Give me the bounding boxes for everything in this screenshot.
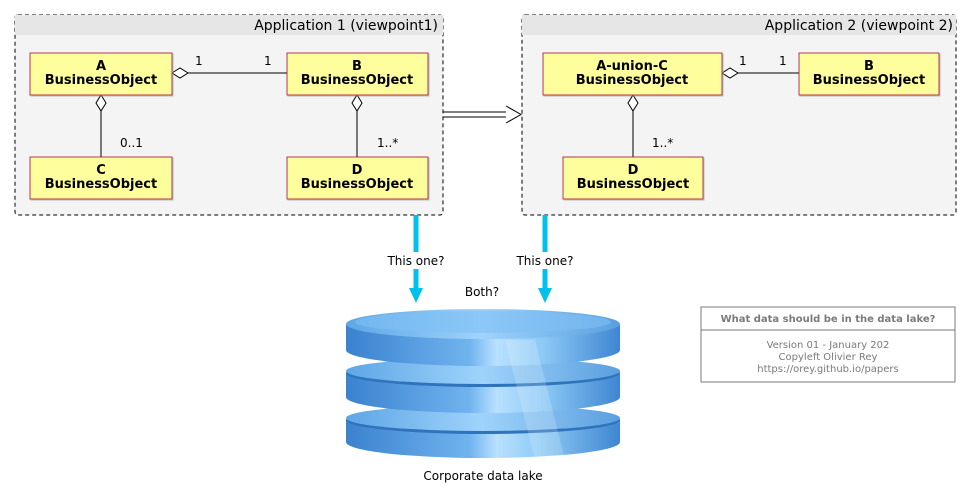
aggregation-diamond-icon — [627, 94, 639, 112]
arrow-label: This one? — [515, 254, 573, 268]
both-label: Both? — [465, 285, 499, 299]
multiplicity-label: 1 — [779, 54, 787, 68]
package-title: Application 2 (viewpoint 2) — [765, 18, 953, 34]
multiplicity-label: 1 — [195, 54, 203, 68]
arrow-right-to-lake: This one? — [514, 215, 576, 303]
aggregation-diamond-icon — [351, 94, 363, 112]
multiplicity-label: 1..* — [652, 136, 673, 150]
package-title: Application 1 (viewpoint1) — [254, 18, 438, 34]
database-label: Corporate data lake — [423, 469, 542, 483]
arrow-label: This one? — [386, 254, 444, 268]
multiplicity-label: 1 — [739, 54, 747, 68]
class-name: B — [864, 59, 874, 74]
arrow-head-icon — [505, 105, 523, 124]
class-a[interactable]: A BusinessObject — [29, 52, 173, 96]
class-stereotype: BusinessObject — [813, 73, 925, 88]
class-stereotype: BusinessObject — [576, 73, 688, 88]
association-ac-b: 1 1 — [721, 54, 799, 79]
arrow-down-icon — [538, 288, 552, 303]
class-name: D — [352, 163, 363, 178]
class-name: D — [628, 163, 639, 178]
aggregation-diamond-icon — [95, 94, 107, 112]
association-a-b: 1 1 — [171, 54, 287, 79]
arrow-left-to-lake: This one? — [385, 215, 447, 303]
class-stereotype: BusinessObject — [301, 177, 413, 192]
class-stereotype: BusinessObject — [301, 73, 413, 88]
note-version: Version 01 - January 202 — [767, 340, 890, 351]
note-title: What data should be in the data lake? — [721, 314, 936, 325]
class-name: C — [96, 163, 106, 178]
class-d[interactable]: D BusinessObject — [286, 156, 429, 200]
info-note: What data should be in the data lake? Ve… — [700, 306, 956, 383]
class-stereotype: BusinessObject — [577, 177, 689, 192]
note-url: https://orey.github.io/papers — [757, 364, 899, 375]
transform-arrow — [443, 105, 523, 124]
note-copyleft: Copyleft Olivier Rey — [779, 352, 878, 363]
association-a-c: 0..1 — [95, 94, 143, 157]
class-name: A — [96, 59, 106, 74]
class-a-union-c[interactable]: A-union-C BusinessObject — [542, 52, 723, 96]
arrow-down-icon — [409, 288, 423, 303]
association-ac-d: 1..* — [627, 94, 673, 157]
class-stereotype: BusinessObject — [45, 177, 157, 192]
association-b-d: 1..* — [351, 94, 398, 157]
class-b[interactable]: B BusinessObject — [798, 52, 940, 96]
class-name: B — [352, 59, 362, 74]
database-icon — [346, 309, 620, 460]
class-d[interactable]: D BusinessObject — [562, 156, 704, 200]
class-c[interactable]: C BusinessObject — [29, 156, 173, 200]
aggregation-diamond-icon — [721, 67, 739, 79]
multiplicity-label: 0..1 — [120, 136, 143, 150]
multiplicity-label: 1 — [264, 54, 272, 68]
class-b[interactable]: B BusinessObject — [286, 52, 429, 96]
class-name: A-union-C — [596, 59, 668, 74]
multiplicity-label: 1..* — [377, 136, 398, 150]
class-stereotype: BusinessObject — [45, 73, 157, 88]
aggregation-diamond-icon — [171, 67, 189, 79]
